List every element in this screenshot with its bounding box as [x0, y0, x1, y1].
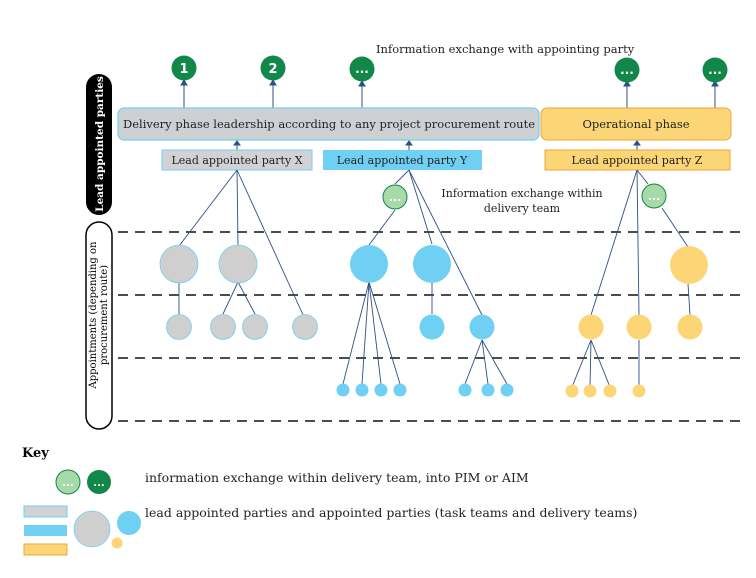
y-small-5 [458, 383, 472, 397]
lead-party-y-label: Lead appointed party Y [337, 154, 468, 167]
key-blue-box [24, 525, 67, 536]
info-exchange-appointing-text: Information exchange with appointing par… [376, 42, 635, 56]
appointments-pill [85, 221, 113, 430]
top-node-2: 2 [260, 55, 286, 81]
key-node-light: ... [55, 469, 81, 495]
inner-node-y: ... [382, 184, 408, 210]
info-within-line1: Information exchange within [441, 187, 602, 200]
inner-node-y-label: ... [389, 191, 402, 204]
z-small-1 [565, 384, 579, 398]
z-medium-3 [677, 314, 703, 340]
inner-node-z: ... [641, 183, 667, 209]
z-small-3 [603, 384, 617, 398]
operational-phase-label: Operational phase [582, 117, 689, 131]
top-node-1: 1 [171, 55, 197, 81]
key-node-light-label: ... [62, 478, 73, 489]
top-node-5: ... [702, 57, 728, 83]
key-node-dark: ... [87, 470, 111, 494]
y-large-2 [413, 245, 451, 283]
key-node-dark-label: ... [93, 478, 104, 489]
top-node-2-label: 2 [268, 62, 277, 77]
appointments-label-line2: procurement route) [99, 265, 110, 365]
operational-phase-bar [540, 107, 732, 141]
x-medium-3 [242, 314, 268, 340]
key-grey-circle [73, 510, 111, 548]
top-node-3-label: ... [355, 62, 369, 76]
lead-parties-pill [86, 74, 112, 215]
key-shapes [23, 505, 141, 556]
z-large-1 [670, 246, 708, 284]
lead-arrows [233, 140, 641, 150]
inner-node-z-label: ... [648, 190, 661, 203]
appointments-label-line1: Appointments (depending on [88, 241, 99, 389]
lead-party-z-label: Lead appointed party Z [572, 154, 703, 167]
key-row1-text: information exchange within delivery tea… [145, 470, 529, 485]
dashed-separators [118, 231, 740, 422]
x-medium-4 [292, 314, 318, 340]
z-medium-2 [626, 314, 652, 340]
key-grey-box [23, 505, 68, 518]
y-large-1 [350, 245, 388, 283]
y-small-1 [336, 383, 350, 397]
group-y-circles [336, 245, 514, 397]
top-arrows [180, 79, 719, 108]
info-within-line2: delivery team [484, 202, 561, 215]
top-node-3: ... [349, 56, 375, 82]
y-medium-1 [419, 314, 445, 340]
y-small-3 [374, 383, 388, 397]
key-orange-box [23, 543, 68, 556]
y-small-2 [355, 383, 369, 397]
z-small-4 [632, 384, 646, 398]
key-blue-circle [117, 511, 141, 535]
x-medium-2 [210, 314, 236, 340]
x-medium-1 [166, 314, 192, 340]
group-x-circles [159, 244, 318, 340]
lead-party-x-label: Lead appointed party X [171, 154, 302, 167]
y-small-7 [500, 383, 514, 397]
z-small-2 [583, 384, 597, 398]
lead-parties-label: Lead appointed parties [94, 76, 106, 212]
top-node-4-label: ... [620, 63, 634, 77]
y-medium-2 [469, 314, 495, 340]
x-large-1 [159, 244, 199, 284]
delivery-phase-bar [117, 107, 540, 141]
y-small-6 [481, 383, 495, 397]
key-title: Key [22, 446, 49, 461]
top-node-1-label: 1 [179, 62, 188, 77]
y-small-4 [393, 383, 407, 397]
group-z-circles [565, 246, 708, 398]
z-medium-1 [578, 314, 604, 340]
tree-connectors [178, 169, 691, 388]
top-node-4: ... [614, 57, 640, 83]
key-orange-circle [111, 537, 123, 549]
delivery-phase-label: Delivery phase leadership according to a… [123, 117, 535, 131]
key-row2-text: lead appointed parties and appointed par… [145, 505, 637, 520]
lead-party-y-box [323, 150, 482, 170]
top-node-5-label: ... [708, 63, 722, 77]
x-large-2 [218, 244, 258, 284]
